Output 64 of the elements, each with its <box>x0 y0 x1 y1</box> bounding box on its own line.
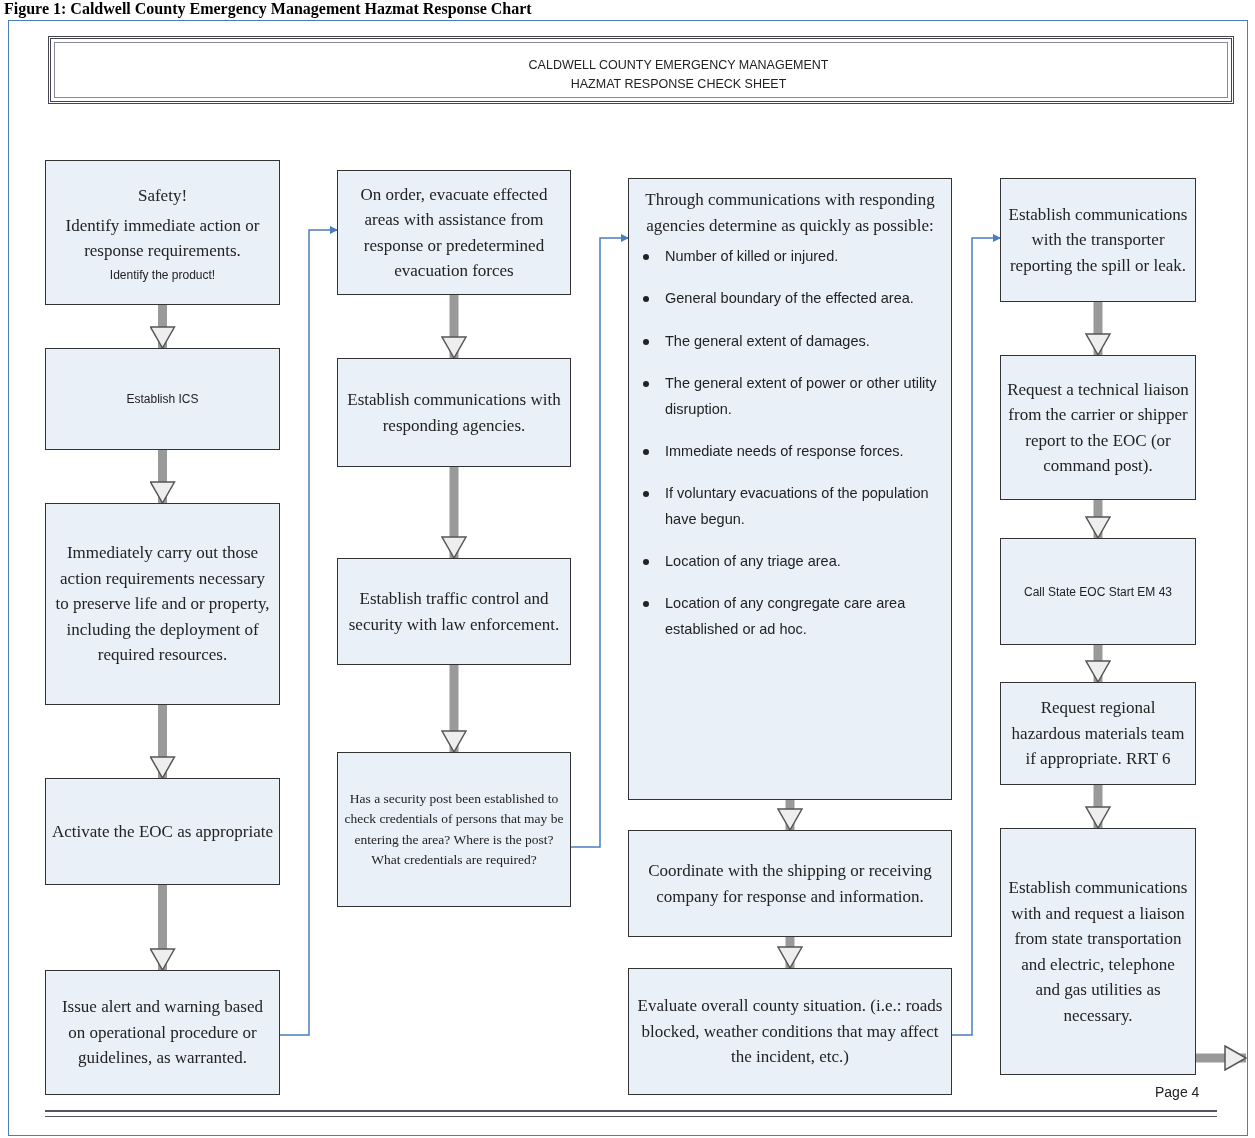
block-arrow <box>149 450 176 504</box>
box-text: On order, evacuate effected areas with assistance from response or predetermined evacuation forces <box>359 183 549 282</box>
step-box <box>1000 355 1196 500</box>
list-item: General boundary of the effected area. <box>665 289 914 309</box>
block-arrow <box>441 467 467 559</box>
box-text: Establish ICS <box>126 392 199 406</box>
block-arrow <box>1085 785 1111 829</box>
box-text: Identify immediate action or response requirements. <box>64 214 261 263</box>
step-box <box>337 358 571 467</box>
title-text: CALDWELL COUNTY EMERGENCY MANAGEMENT HAZMAT RESPONSE CHECK SHEET <box>527 57 830 93</box>
block-arrow <box>777 937 803 969</box>
box-text: Establish communications with the transporter reporting the spill or leak. <box>1007 203 1189 277</box>
list-item: The general extent of power or other utility disruption. <box>665 374 938 419</box>
step-box <box>628 830 952 937</box>
box-text: Request regional hazardous materials team if appropriate. RRT 6 <box>1010 697 1186 771</box>
page-number: Page 4 <box>1155 1084 1200 1100</box>
box-text: Establish traffic control and security with law enforcement. <box>347 588 561 636</box>
step-box <box>1000 178 1196 302</box>
block-arrow <box>441 665 467 753</box>
block-arrow <box>1085 500 1111 539</box>
block-arrow <box>441 295 467 359</box>
arrow <box>570 234 629 848</box>
box-text: Establish communications with and request a liaison from state transportation and electric, telephone and gas utilities as necessary. <box>1007 877 1189 1027</box>
arrow <box>951 234 1001 1036</box>
box-text: Has a security post been established to check credentials of persons that may be entering the area? Where is the post? What credentials are required? <box>344 790 564 869</box>
list-item: If voluntary evacuations of the population have begun. <box>665 484 930 529</box>
block-arrow <box>1085 302 1111 356</box>
box-text: Issue alert and warning based on operational procedure or guidelines, as warranted. <box>60 996 265 1070</box>
step-box <box>45 160 280 305</box>
figure-caption: Figure 1: Caldwell County Emergency Management Hazmat Response Chart <box>4 0 532 18</box>
step-box <box>1000 828 1196 1075</box>
step-box <box>1000 538 1196 645</box>
list-item: Immediate needs of response forces. <box>665 441 904 461</box>
box-text: Establish communications with responding agencies. <box>346 389 562 437</box>
block-arrow <box>149 885 176 971</box>
box-text: Activate the EOC as appropriate <box>52 820 273 843</box>
list-item: The general extent of damages. <box>665 331 870 351</box>
step-box <box>1000 682 1196 785</box>
block-arrow <box>149 305 176 349</box>
info-box <box>628 178 952 800</box>
box-text: Safety! <box>137 185 188 208</box>
list-item: Location of any congregate care area established or ad hoc. <box>665 594 907 639</box>
step-box <box>45 503 280 705</box>
step-box <box>337 170 571 295</box>
box-text: Evaluate overall county situation. (i.e.: roads blocked, weather conditions that may affect the incident, etc.) <box>636 995 944 1069</box>
box-text: Call State EOC Start EM 43 <box>1023 584 1173 599</box>
step-box <box>45 970 280 1095</box>
list-item: Number of killed or injured. <box>665 247 839 266</box>
block-arrow <box>1196 1045 1247 1071</box>
block-arrow <box>149 705 176 779</box>
box-text: Identify the product! <box>109 267 216 282</box>
block-arrow <box>777 800 803 831</box>
box-text: Coordinate with the shipping or receiving company for response and information. <box>647 860 933 908</box>
step-box <box>628 968 952 1095</box>
box-heading: Through communications with responding agencies determine as quickly as possible: <box>644 189 936 237</box>
list-item: Location of any triage area. <box>665 552 841 571</box>
box-text: Request a technical liaison from the carrier or shipper report to the EOC (or command post). <box>1007 378 1189 477</box>
step-box <box>45 778 280 885</box>
block-arrow <box>1085 645 1111 683</box>
box-text: Immediately carry out those action requirements necessary to preserve life and or property, including the deployment of required resources. <box>54 542 271 667</box>
arrow <box>279 226 338 1036</box>
step-box <box>337 558 571 665</box>
step-box <box>45 348 280 450</box>
step-box <box>337 752 571 907</box>
